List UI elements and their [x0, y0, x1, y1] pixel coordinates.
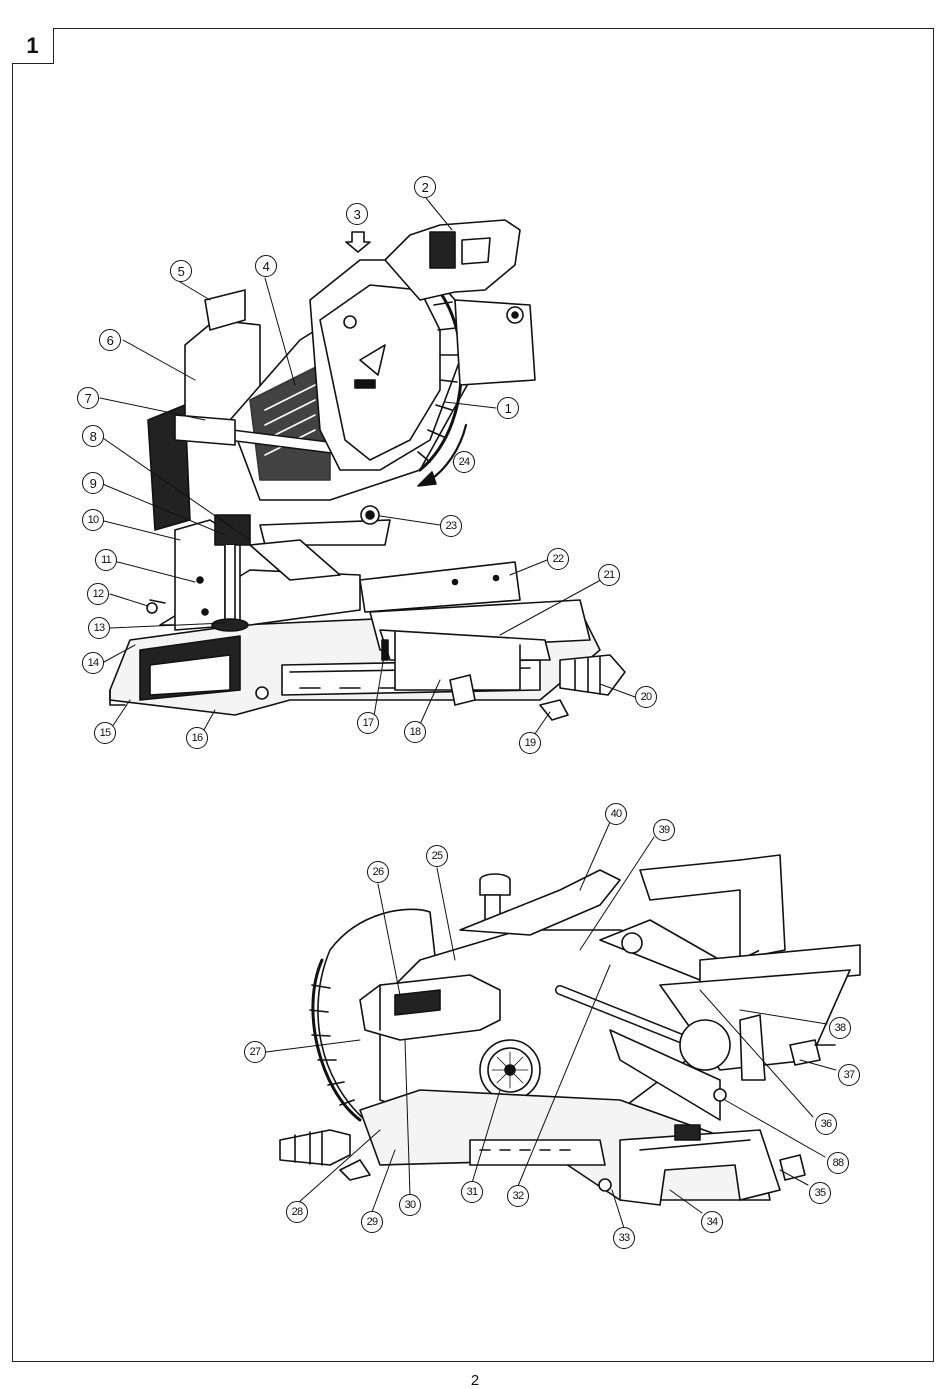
callout-31: 31	[461, 1181, 483, 1203]
callout-37: 37	[838, 1064, 860, 1086]
callout-18: 18	[404, 721, 426, 743]
callout-33: 33	[613, 1227, 635, 1249]
callout-19: 19	[519, 732, 541, 754]
callout-14: 14	[82, 652, 104, 674]
saw-rear-view	[279, 854, 861, 1206]
callout-88: 88	[827, 1152, 849, 1174]
callout-5: 5	[170, 260, 192, 282]
callout-8: 8	[82, 425, 104, 447]
callout-23: 23	[440, 515, 462, 537]
callout-4: 4	[255, 255, 277, 277]
callout-15: 15	[94, 722, 116, 744]
callout-12: 12	[87, 583, 109, 605]
callout-17: 17	[357, 712, 379, 734]
callout-25: 25	[426, 845, 448, 867]
callout-30: 30	[399, 1194, 421, 1216]
callout-9: 9	[82, 472, 104, 494]
callout-2: 2	[414, 176, 436, 198]
callout-26: 26	[367, 861, 389, 883]
callout-40: 40	[605, 803, 627, 825]
callout-6: 6	[99, 329, 121, 351]
callout-24: 24	[453, 451, 475, 473]
callout-35: 35	[809, 1182, 831, 1204]
callout-27: 27	[244, 1041, 266, 1063]
callout-38: 38	[829, 1017, 851, 1039]
callout-28: 28	[286, 1201, 308, 1223]
callout-20: 20	[635, 686, 657, 708]
page-number: 2	[470, 1372, 480, 1389]
callout-13: 13	[88, 617, 110, 639]
leader-lines-top	[99, 197, 636, 742]
callout-32: 32	[507, 1185, 529, 1207]
callout-3: 3	[346, 203, 368, 225]
callout-34: 34	[701, 1211, 723, 1233]
figure-label: 1	[12, 28, 54, 64]
figure-frame	[12, 28, 934, 1362]
callout-36: 36	[815, 1113, 837, 1135]
callout-10: 10	[82, 509, 104, 531]
callout-7: 7	[77, 387, 99, 409]
saw-front-view	[109, 219, 626, 721]
callout-21: 21	[598, 564, 620, 586]
callout-39: 39	[653, 819, 675, 841]
callout-29: 29	[361, 1211, 383, 1233]
callout-11: 11	[95, 549, 117, 571]
callout-1: 1	[497, 397, 519, 419]
callout-16: 16	[186, 727, 208, 749]
leader-lines-bottom	[265, 821, 837, 1229]
callout-22: 22	[547, 548, 569, 570]
